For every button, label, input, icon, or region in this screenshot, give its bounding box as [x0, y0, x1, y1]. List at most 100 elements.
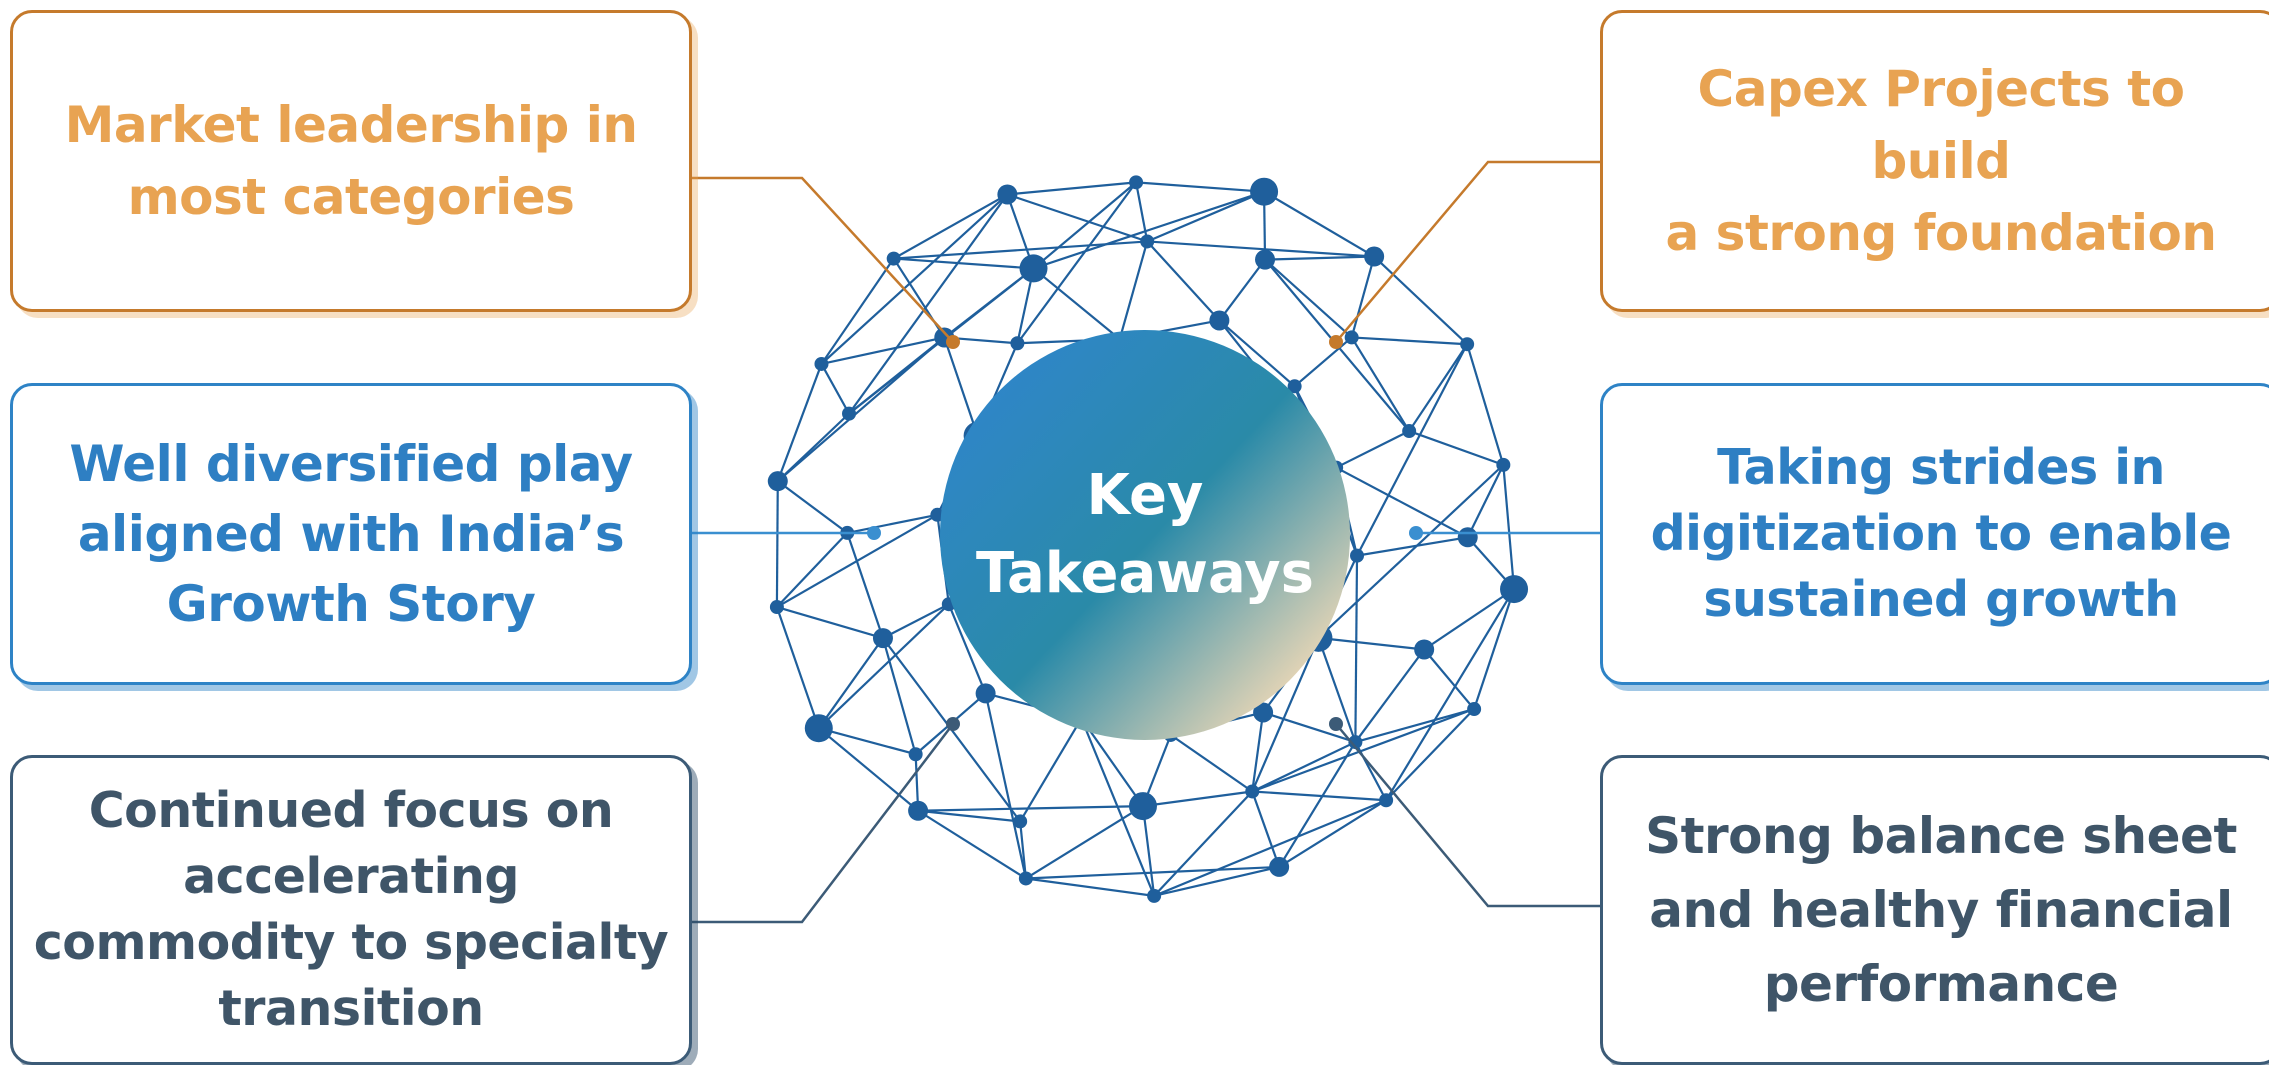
network-edge [943, 337, 979, 437]
takeaway-text-balance-sheet: Strong balance sheet and healthy financi… [1645, 807, 2237, 1013]
network-node [1500, 575, 1529, 604]
network-edge [1080, 717, 1144, 807]
network-node [842, 406, 857, 421]
network-node [1467, 702, 1482, 717]
network-node [1010, 336, 1025, 351]
network-edge [1423, 648, 1475, 710]
network-edge [1350, 336, 1411, 432]
network-node [908, 747, 923, 762]
network-edge [1251, 741, 1356, 793]
network-edge [882, 603, 950, 640]
network-edge [1373, 255, 1468, 346]
network-edge [1385, 588, 1515, 801]
network-node [1253, 702, 1274, 723]
network-edge [1408, 430, 1504, 466]
network-node [1414, 639, 1435, 660]
network-edge [1354, 555, 1359, 743]
network-node [1364, 246, 1385, 267]
network-edge [817, 637, 884, 729]
connector-balance-sheet [1335, 723, 1600, 908]
network-edge [1262, 711, 1356, 744]
network-node [908, 800, 929, 821]
network-edge [917, 809, 1021, 823]
network-edge [820, 363, 850, 415]
takeaway-text-diversified: Well diversified play aligned with India… [69, 435, 633, 633]
network-edge [893, 257, 1034, 270]
network-edge [1502, 464, 1516, 590]
key-takeaways-label: Key Takeaways [976, 463, 1314, 606]
network-node [1018, 871, 1033, 886]
network-node [1250, 177, 1279, 206]
network-edge [1408, 343, 1469, 432]
network-node [872, 628, 893, 649]
network-node [767, 471, 788, 492]
network-node [1287, 379, 1302, 394]
connector-dot-commodity [946, 717, 960, 731]
network-edge [1317, 464, 1505, 639]
network-node [1344, 330, 1359, 345]
connector-dot-capex [1329, 335, 1343, 349]
network-edge [1318, 636, 1425, 651]
network-edge [1466, 464, 1505, 538]
network-node [1460, 337, 1475, 352]
takeaway-text-commodity: Continued focus on accelerating commodit… [33, 782, 669, 1037]
network-edge [775, 481, 779, 608]
network-node [814, 356, 829, 371]
network-edge [1146, 190, 1265, 243]
network-edge [1170, 734, 1253, 793]
network-edge [1473, 588, 1516, 710]
connector-capex [1335, 160, 1600, 343]
network-edge [1356, 536, 1468, 557]
connector-dot-market-leadership [946, 335, 960, 349]
network-edge [1032, 181, 1137, 270]
network-edge [1350, 256, 1376, 338]
network-edge [1356, 343, 1469, 557]
network-node [1255, 249, 1276, 270]
network-edge [818, 727, 916, 756]
takeaway-card-capex: Capex Projects to build a strong foundat… [1600, 10, 2269, 312]
network-edge [1423, 588, 1515, 651]
network-edge [1218, 319, 1296, 388]
network-edge [818, 603, 950, 729]
takeaway-card-digitization: Taking strides in digitization to enable… [1600, 383, 2269, 685]
network-edge [776, 605, 884, 640]
network-edge [1265, 255, 1375, 261]
network-edge [846, 532, 885, 639]
takeaway-card-commodity: Continued focus on accelerating commodit… [10, 755, 692, 1065]
network-edge [881, 637, 917, 755]
network-node [1245, 784, 1260, 799]
network-edge [1293, 336, 1353, 388]
network-edge [984, 693, 1027, 879]
network-edge [776, 363, 823, 482]
network-edge [1153, 799, 1387, 897]
network-edge [776, 532, 849, 608]
network-edge [1317, 637, 1357, 743]
network-edge [917, 809, 1027, 880]
network-edge [777, 480, 848, 534]
network-edge [1251, 637, 1320, 792]
network-node [997, 184, 1018, 205]
takeaway-text-capex: Capex Projects to build a strong foundat… [1665, 60, 2217, 262]
takeaway-text-digitization: Taking strides in digitization to enable… [1650, 439, 2232, 628]
network-edges [775, 181, 1516, 897]
network-edge [820, 193, 1009, 365]
network-node [804, 714, 833, 743]
network-edge [943, 267, 1035, 339]
network-edge [1025, 805, 1144, 880]
network-node [1402, 424, 1417, 439]
network-edge [1385, 708, 1475, 802]
network-edge [1025, 877, 1155, 897]
network-edge [1278, 741, 1357, 868]
network-node [1019, 254, 1048, 283]
network-edge [1251, 791, 1281, 868]
network-node [1379, 793, 1394, 808]
network-edge [1335, 430, 1410, 469]
connector-dot-digitization [1409, 526, 1423, 540]
network-edge [1033, 190, 1265, 270]
network-node [975, 683, 996, 704]
takeaway-card-diversified: Well diversified play aligned with India… [10, 383, 692, 685]
network-edge [1264, 258, 1353, 339]
network-edge [1032, 267, 1121, 340]
network-edge [1007, 193, 1148, 243]
connector-market-leadership [692, 176, 954, 343]
